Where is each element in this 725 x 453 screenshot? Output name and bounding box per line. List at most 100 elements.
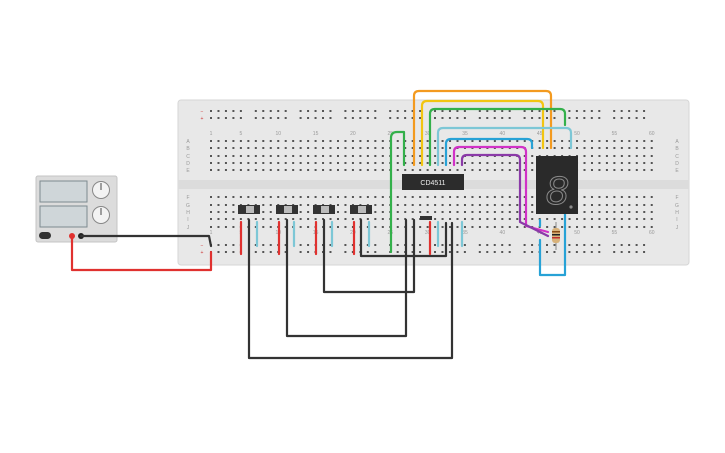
breadboard-hole[interactable] <box>322 218 325 220</box>
breadboard-hole[interactable] <box>598 226 601 228</box>
breadboard-hole[interactable] <box>307 218 310 220</box>
breadboard-hole[interactable] <box>232 218 235 220</box>
breadboard-hole[interactable] <box>344 162 347 164</box>
breadboard-hole[interactable] <box>381 226 384 228</box>
wire-orange[interactable] <box>412 89 553 167</box>
slide-switch-1[interactable] <box>238 205 260 214</box>
breadboard-hole[interactable] <box>643 204 646 206</box>
breadboard-hole[interactable] <box>426 226 429 228</box>
breadboard-hole[interactable] <box>590 140 593 142</box>
breadboard-hole[interactable] <box>307 155 310 157</box>
breadboard-hole[interactable] <box>628 204 631 206</box>
breadboard-hole[interactable] <box>590 218 593 220</box>
breadboard-hole[interactable] <box>322 162 325 164</box>
breadboard-hole[interactable] <box>336 140 339 142</box>
rail-hole[interactable] <box>635 244 638 246</box>
rail-hole[interactable] <box>299 110 302 112</box>
rail-hole[interactable] <box>501 110 504 112</box>
breadboard-hole[interactable] <box>374 211 377 213</box>
breadboard-hole[interactable] <box>583 211 586 213</box>
rail-hole[interactable] <box>389 110 392 112</box>
breadboard-hole[interactable] <box>366 196 369 198</box>
breadboard-hole[interactable] <box>426 162 429 164</box>
rail-hole[interactable] <box>366 244 369 246</box>
breadboard-hole[interactable] <box>262 140 265 142</box>
breadboard-hole[interactable] <box>620 155 623 157</box>
rail-hole[interactable] <box>486 244 489 246</box>
breadboard-hole[interactable] <box>628 169 631 171</box>
breadboard-hole[interactable] <box>396 147 399 149</box>
breadboard-hole[interactable] <box>292 218 295 220</box>
breadboard-hole[interactable] <box>351 218 354 220</box>
rail-hole[interactable] <box>419 110 422 112</box>
breadboard-hole[interactable] <box>277 140 280 142</box>
breadboard-hole[interactable] <box>411 147 414 149</box>
breadboard-hole[interactable] <box>635 196 638 198</box>
rail-hole[interactable] <box>322 110 325 112</box>
breadboard-hole[interactable] <box>381 155 384 157</box>
breadboard-hole[interactable] <box>336 162 339 164</box>
breadboard-hole[interactable] <box>471 211 474 213</box>
slide-switches[interactable] <box>238 205 372 214</box>
breadboard-hole[interactable] <box>269 226 272 228</box>
breadboard-hole[interactable] <box>471 162 474 164</box>
rail-hole[interactable] <box>239 110 242 112</box>
breadboard-hole[interactable] <box>210 218 212 220</box>
rail-hole[interactable] <box>344 110 347 112</box>
breadboard-hole[interactable] <box>277 147 280 149</box>
rail-hole[interactable] <box>284 117 287 119</box>
breadboard-hole[interactable] <box>598 155 601 157</box>
breadboard-hole[interactable] <box>344 204 347 206</box>
breadboard-hole[interactable] <box>299 196 302 198</box>
breadboard-hole[interactable] <box>463 218 466 220</box>
breadboard-hole[interactable] <box>351 155 354 157</box>
breadboard-hole[interactable] <box>516 226 519 228</box>
rail-hole[interactable] <box>523 117 526 119</box>
breadboard-hole[interactable] <box>523 155 526 157</box>
breadboard-hole[interactable] <box>419 169 422 171</box>
rail-hole[interactable] <box>307 117 310 119</box>
rail-hole[interactable] <box>389 117 392 119</box>
wire-lightblue[interactable] <box>436 126 573 167</box>
rail-hole[interactable] <box>635 117 638 119</box>
breadboard-hole[interactable] <box>366 162 369 164</box>
breadboard-hole[interactable] <box>366 169 369 171</box>
breadboard-hole[interactable] <box>322 155 325 157</box>
breadboard-hole[interactable] <box>643 218 646 220</box>
breadboard-hole[interactable] <box>568 147 571 149</box>
breadboard-hole[interactable] <box>322 169 325 171</box>
rail-hole[interactable] <box>508 110 511 112</box>
breadboard-hole[interactable] <box>561 226 564 228</box>
breadboard-hole[interactable] <box>471 226 474 228</box>
breadboard-hole[interactable] <box>322 147 325 149</box>
breadboard-hole[interactable] <box>434 218 437 220</box>
breadboard-hole[interactable] <box>292 162 295 164</box>
breadboard-hole[interactable] <box>598 218 601 220</box>
breadboard-hole[interactable] <box>336 155 339 157</box>
breadboard-hole[interactable] <box>426 140 429 142</box>
rail-hole[interactable] <box>613 251 616 253</box>
breadboard-hole[interactable] <box>210 169 212 171</box>
breadboard-hole[interactable] <box>404 147 407 149</box>
breadboard-hole[interactable] <box>620 196 623 198</box>
rail-hole[interactable] <box>441 110 444 112</box>
breadboard-hole[interactable] <box>478 211 481 213</box>
breadboard-hole[interactable] <box>224 211 227 213</box>
rail-hole[interactable] <box>277 117 280 119</box>
breadboard-hole[interactable] <box>493 162 496 164</box>
breadboard-hole[interactable] <box>314 147 317 149</box>
breadboard-hole[interactable] <box>307 211 310 213</box>
breadboard-hole[interactable] <box>590 169 593 171</box>
breadboard-hole[interactable] <box>374 140 377 142</box>
rail-hole[interactable] <box>448 244 451 246</box>
breadboard-hole[interactable] <box>336 218 339 220</box>
breadboard-hole[interactable] <box>217 162 220 164</box>
breadboard-hole[interactable] <box>210 196 212 198</box>
rail-hole[interactable] <box>463 117 466 119</box>
breadboard-hole[interactable] <box>650 204 653 206</box>
breadboard-hole[interactable] <box>434 169 437 171</box>
breadboard-hole[interactable] <box>628 218 631 220</box>
breadboard-hole[interactable] <box>613 155 616 157</box>
breadboard-hole[interactable] <box>396 218 399 220</box>
rail-hole[interactable] <box>620 251 623 253</box>
